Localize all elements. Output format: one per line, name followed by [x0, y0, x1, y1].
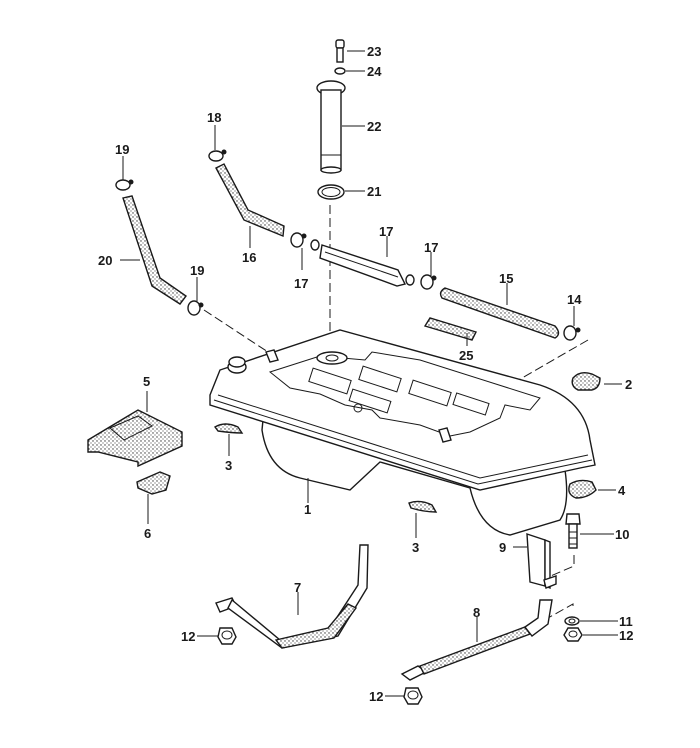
assembly-line-hose20 [203, 309, 269, 353]
hose-clamp-17-left[interactable] [290, 232, 307, 248]
callout-19-lower: 19 [190, 263, 204, 278]
callout-3-center: 3 [412, 540, 419, 555]
callout-12-bracket: 12 [619, 628, 633, 643]
callout-6: 6 [144, 526, 151, 541]
callout-17-left: 17 [294, 276, 308, 291]
foam-pad-25[interactable] [423, 317, 477, 341]
hose-15[interactable] [215, 163, 285, 238]
hose-clamp-19-upper[interactable] [115, 179, 134, 191]
callout-4: 4 [618, 483, 626, 498]
callout-2: 2 [625, 377, 632, 392]
callout-15: 16 [242, 250, 256, 265]
leader-lines [120, 50, 622, 697]
hose-14[interactable] [439, 287, 560, 339]
callout-12-strap8: 12 [369, 689, 383, 704]
clip-6[interactable] [136, 471, 171, 495]
callout-8: 8 [473, 605, 480, 620]
pad-3-left[interactable] [213, 423, 244, 434]
callout-11: 11 [619, 614, 633, 629]
callout-17-right: 17 [424, 240, 438, 255]
callout-13: 14 [567, 292, 582, 307]
tank-cover-pad-5[interactable] [87, 409, 183, 468]
fuel-level-sender-22[interactable] [316, 80, 346, 174]
callout-20: 20 [98, 253, 112, 268]
callout-14: 15 [499, 271, 513, 286]
screw-23[interactable] [335, 39, 345, 63]
callout-18: 18 [207, 110, 221, 125]
callout-9: 9 [499, 540, 506, 555]
hose-20[interactable] [122, 195, 187, 305]
bracket-9[interactable] [526, 533, 557, 590]
nut-12-strap8[interactable] [403, 687, 423, 705]
pad-3-center[interactable] [408, 500, 438, 513]
callout-22: 22 [367, 119, 381, 134]
callout-10: 10 [615, 527, 629, 542]
hose-clamp-17-right[interactable] [420, 274, 437, 290]
callout-3-left: 3 [225, 458, 232, 473]
callout-24: 24 [367, 64, 382, 79]
callout-21: 21 [367, 184, 381, 199]
tank-strap-7[interactable] [215, 544, 369, 649]
seal-ring-21[interactable] [317, 184, 345, 200]
callout-23: 23 [367, 44, 381, 59]
callout-5: 5 [143, 374, 150, 389]
tank-strap-8[interactable] [400, 599, 553, 681]
fuel-tank[interactable] [209, 329, 596, 536]
washer-24[interactable] [334, 67, 346, 75]
hose-clamp-13[interactable] [563, 325, 581, 341]
callout-labels: 23 24 22 21 18 19 20 16 17 19 17 17 15 1… [98, 44, 633, 704]
callout-19-upper: 19 [115, 142, 129, 157]
callout-7: 7 [294, 580, 301, 595]
callout-1: 1 [304, 502, 311, 517]
washer-11[interactable] [564, 616, 580, 626]
assembly-line-bolt [545, 555, 575, 579]
rubber-buffer-4[interactable] [568, 479, 597, 499]
hose-clamp-18[interactable] [208, 149, 227, 162]
callout-12-strap7: 12 [181, 629, 195, 644]
rubber-pad-2[interactable] [571, 371, 601, 391]
nut-12-strap7[interactable] [217, 627, 237, 645]
pipe-16[interactable] [310, 239, 415, 287]
nut-12-bracket[interactable] [563, 627, 583, 642]
hose-clamp-19-lower[interactable] [187, 300, 204, 316]
bolt-10[interactable] [565, 513, 581, 549]
assembly-line-washer [547, 603, 574, 619]
callout-16: 17 [379, 224, 393, 239]
callout-25: 25 [459, 348, 473, 363]
